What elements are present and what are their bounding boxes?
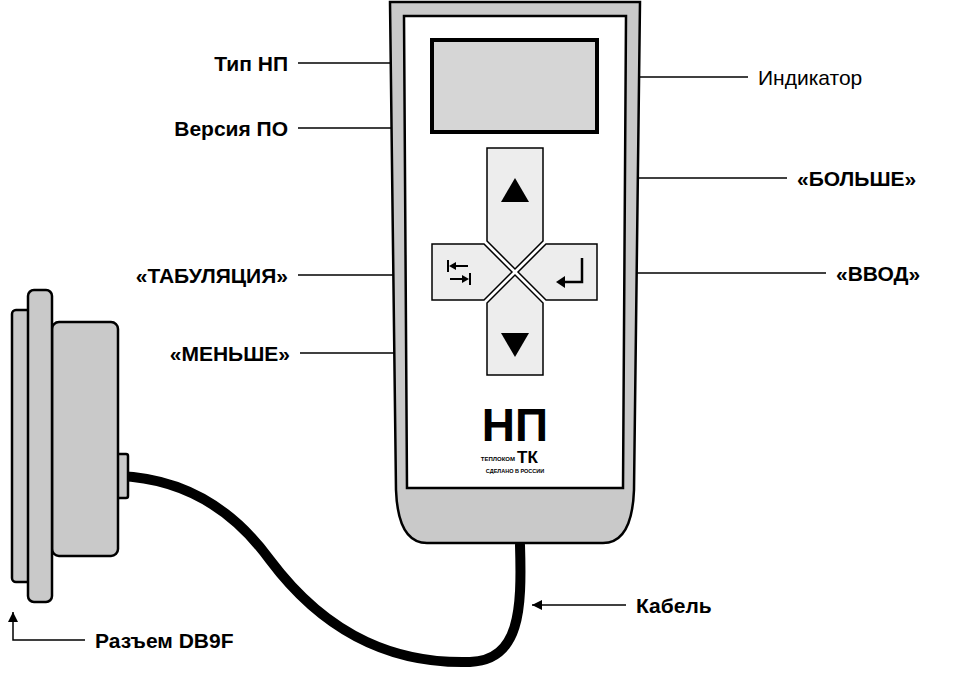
button-label: «ТАБУЛЯЦИЯ»: [136, 265, 288, 286]
button-icons: [448, 178, 582, 357]
logo-text: СДЕЛАНО В РОССИИ: [486, 469, 544, 475]
device-outline: [388, 0, 642, 547]
band-edge: [407, 488, 623, 489]
part-label: Тип НП: [214, 53, 288, 74]
part-label: Индикатор: [758, 67, 862, 88]
button-label: «ВВОД»: [836, 263, 920, 284]
part-label: Кабель: [636, 595, 712, 616]
housing: [390, 2, 640, 543]
logo-text: ТЕПЛОКОМ: [481, 456, 515, 462]
part-label: Версия ПО: [174, 118, 288, 139]
logo-mark: ТК: [517, 449, 538, 466]
device-name: НП: [388, 402, 642, 448]
device-body: НП: [388, 0, 642, 547]
part-label: Разъем DB9F: [95, 630, 234, 651]
button: [487, 148, 543, 269]
button-label: «БОЛЬШЕ»: [797, 168, 916, 189]
button-label: «МЕНЬШЕ»: [170, 343, 290, 364]
db9f-connector: [12, 290, 128, 602]
button: [487, 275, 543, 375]
display: [432, 40, 597, 132]
